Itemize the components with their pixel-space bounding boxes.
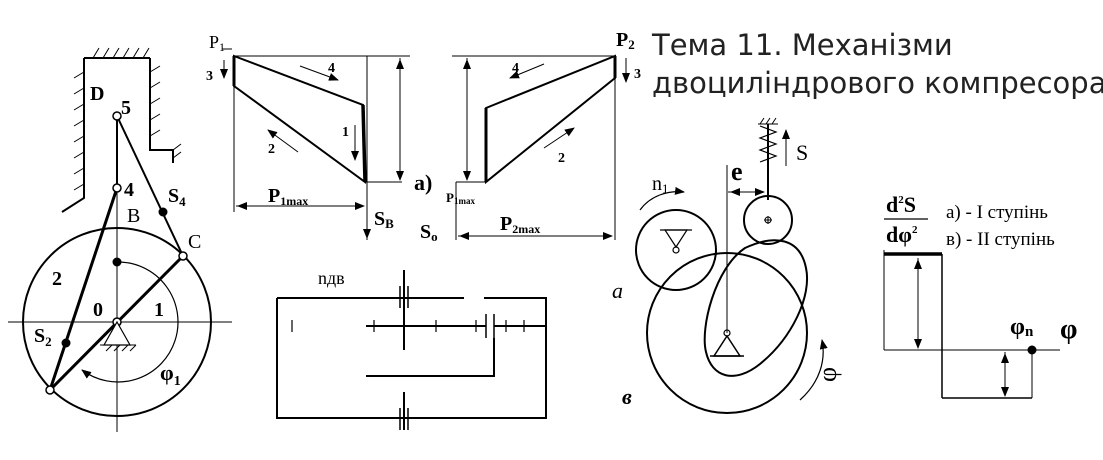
- indicator-diagram-left: [220, 48, 410, 240]
- gearbox-scheme: [276, 270, 547, 430]
- pressure-loop: [233, 54, 367, 185]
- cam-profile: [703, 239, 809, 377]
- title-line-1: Тема 11. Механізми: [652, 28, 953, 62]
- label-5: 5: [121, 97, 131, 119]
- label-1: 1: [154, 299, 164, 321]
- label-e: e: [731, 157, 743, 186]
- label-2: 2: [52, 268, 62, 290]
- label-phin: φn: [1010, 314, 1034, 340]
- graph-labels: d2S dφ2 а) - І ступінь в) - ІІ ступінь φ…: [886, 192, 1077, 345]
- label-0: 0: [93, 299, 103, 321]
- label-2-right: 2: [558, 151, 565, 166]
- label-4: 4: [124, 179, 134, 201]
- label-p1: P1: [209, 32, 225, 54]
- label-gear-v: в: [622, 384, 632, 409]
- label-4-left: 4: [328, 61, 335, 76]
- label-c: C: [188, 231, 201, 253]
- label-phi-axis: φ: [1060, 314, 1077, 345]
- indicator-right-labels: а) P2 3 4 2 P1max So P2max: [414, 29, 641, 244]
- label-1-left: 1: [342, 125, 349, 140]
- label-d2s: d2S: [886, 192, 916, 217]
- label-s-follower: S: [796, 140, 808, 165]
- label-phi1: φ1: [160, 360, 181, 389]
- cylinder-wall-right: [149, 58, 174, 163]
- label-d: D: [90, 83, 104, 105]
- label-p2: P2: [616, 29, 635, 52]
- connecting-rod-ab: [48, 187, 119, 391]
- indicator-left-labels: P1 3 4 1 2 P1max SB: [206, 32, 394, 231]
- label-s2: S2: [34, 325, 52, 349]
- label-a-case: а): [414, 170, 432, 195]
- label-2-left: 2: [268, 142, 275, 157]
- connecting-rod-cd: [116, 115, 184, 257]
- label-motor-speed: nдв: [318, 268, 345, 288]
- gear-a: [635, 209, 717, 291]
- label-b: B: [127, 205, 140, 227]
- indicator-diagram-right: [452, 54, 630, 240]
- label-so: So: [420, 221, 438, 244]
- label-3-right: 3: [634, 67, 641, 82]
- crank-slider-mechanism: [8, 47, 232, 432]
- legend-stage-1: а) - І ступінь: [946, 202, 1048, 223]
- label-n1: n1: [652, 173, 669, 196]
- label-p1max-right: P1max: [446, 190, 475, 206]
- cylinder-wall: [61, 58, 85, 213]
- label-dphi2: dφ2: [886, 222, 918, 247]
- cam-labels: n1 e S а в φ: [612, 140, 842, 409]
- cam-mechanism: [635, 117, 828, 414]
- label-4-right: 4: [512, 61, 519, 76]
- acceleration-graph: [883, 218, 1060, 399]
- label-p1max-left: P1max: [268, 185, 308, 208]
- legend-stage-2: в) - ІІ ступінь: [946, 229, 1055, 250]
- label-gear-a: а: [612, 278, 623, 303]
- pressure-loop-2: [485, 54, 616, 185]
- label-s4: S4: [168, 185, 186, 209]
- label-3-left: 3: [206, 69, 213, 84]
- crank-circle: [22, 227, 212, 417]
- ground-hatching: [73, 47, 182, 191]
- label-phi-cam: φ: [813, 367, 842, 382]
- title-line-2: двоциліндрового компресора: [652, 66, 1103, 100]
- label-p2max: P2max: [500, 213, 540, 236]
- follower-spring: [758, 125, 778, 163]
- label-sb: SB: [374, 208, 394, 231]
- mechanism-labels: D 5 4 B S4 C 2 1 0 S2 φ1: [34, 83, 201, 389]
